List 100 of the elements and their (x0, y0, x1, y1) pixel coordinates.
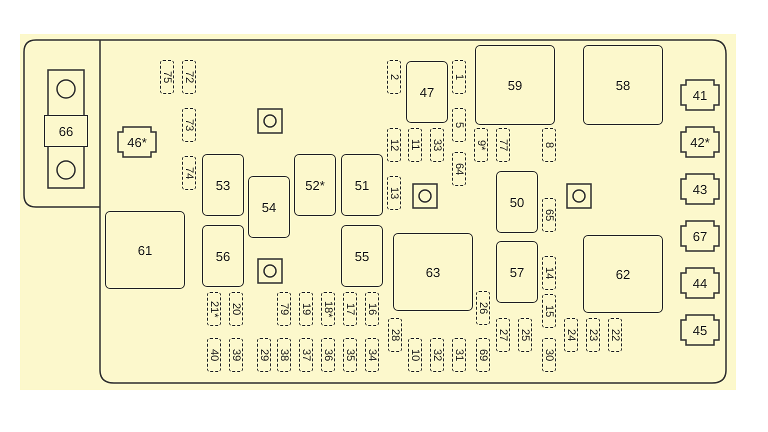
fuse-number: 31 (453, 348, 465, 362)
fuse (207, 338, 221, 372)
fuse-number: 74 (183, 166, 195, 180)
fuse-number: 43 (692, 182, 708, 196)
fuse-number: 77 (497, 138, 509, 152)
relay (248, 176, 290, 238)
fuse (277, 338, 291, 372)
fuse-number: 15 (543, 304, 555, 318)
fuse-number: 34 (366, 348, 378, 362)
fuse-number: 38 (278, 348, 290, 362)
fuse-number: 24 (565, 328, 577, 342)
fuse-connector (117, 126, 157, 158)
fuse (182, 108, 196, 142)
fuse (160, 60, 174, 94)
fuse (608, 318, 622, 352)
fuse-number: 50 (510, 194, 524, 210)
relay (583, 45, 663, 125)
relay (202, 225, 244, 287)
relay (475, 45, 555, 125)
fuse (365, 292, 379, 326)
fuse-number: 42* (690, 134, 710, 150)
fuse-connector (680, 173, 720, 205)
fuse-connector (680, 126, 720, 158)
relay (583, 235, 663, 313)
fuse-number: 79 (278, 302, 290, 316)
fuse-number: 64 (453, 162, 465, 176)
fuse (343, 292, 357, 326)
fuse-number: 67 (692, 228, 708, 244)
fuse-number: 46* (127, 134, 147, 150)
fuse-number: 65 (543, 208, 555, 222)
relay (341, 225, 383, 287)
fuse-number: 54 (262, 200, 276, 214)
fuse (387, 176, 401, 210)
maxi-fuse (44, 115, 88, 147)
fuse-number: 13 (388, 186, 400, 200)
fuse-number: 16 (366, 302, 378, 316)
fuse-number: 55 (354, 248, 370, 264)
fuse-number: 17 (344, 302, 356, 316)
fuse-number: 27 (497, 328, 509, 342)
fuse-number: 72 (183, 70, 195, 84)
fuse (388, 318, 402, 352)
fuse (518, 318, 532, 352)
fuse (496, 318, 510, 352)
fuse (408, 128, 422, 162)
fuse (474, 128, 488, 162)
fuse-number: 35 (344, 348, 356, 362)
fuse-number: 5 (453, 122, 465, 128)
fuse-connector (680, 314, 720, 346)
fuse-number: 19 (300, 302, 312, 316)
fuse (476, 291, 490, 325)
fuse-number: 58 (616, 78, 630, 92)
fuse-number: 21* (208, 300, 220, 318)
fuse-number: 45 (692, 322, 708, 338)
relay (496, 171, 538, 233)
fuse-number: 18* (322, 300, 334, 318)
fuse-number: 1 (453, 74, 465, 80)
fuse (542, 256, 556, 290)
fuse (586, 318, 600, 352)
fuse-number: 29 (258, 348, 270, 362)
fuse-number: 2 (388, 74, 400, 80)
fuse (343, 338, 357, 372)
fuse (182, 60, 196, 94)
fuse (542, 128, 556, 162)
fuse (365, 338, 379, 372)
fuse-number: 75 (161, 70, 173, 84)
fuse-number: 14 (543, 266, 555, 280)
fuse-number: 12 (388, 138, 400, 152)
fuse-number: 40 (208, 348, 220, 362)
fuse-connector (680, 267, 720, 299)
fuse-number: 63 (426, 264, 440, 280)
fuse (408, 338, 422, 372)
fuse-number: 20 (230, 302, 242, 316)
fuse-number: 62 (616, 266, 630, 282)
fuse-number: 10 (409, 348, 421, 362)
fuse-number: 69 (477, 348, 489, 362)
fuse-number: 59 (508, 78, 522, 92)
fuse-number: 36 (322, 348, 334, 362)
fuse (542, 198, 556, 232)
fuse (452, 338, 466, 372)
fuse-number: 61 (138, 242, 152, 258)
fuse-number: 28 (389, 328, 401, 342)
fuse-number: 22 (609, 328, 621, 342)
fuse-connector (680, 79, 720, 111)
fuse (277, 292, 291, 326)
fuse (257, 338, 271, 372)
fuse-number: 56 (216, 248, 230, 264)
fuse-number: 66 (58, 124, 74, 138)
fuse-number: 37 (300, 348, 312, 362)
relay (341, 154, 383, 216)
fuse-number: 11 (409, 139, 421, 151)
fuse (476, 338, 490, 372)
relay (393, 233, 473, 311)
fuse-connector (680, 220, 720, 252)
fuse (321, 292, 335, 326)
relay (105, 211, 185, 289)
fuse (299, 292, 313, 326)
fuse-number: 9* (475, 140, 487, 150)
fuse (182, 156, 196, 190)
relay (294, 154, 336, 216)
fuse (430, 128, 444, 162)
